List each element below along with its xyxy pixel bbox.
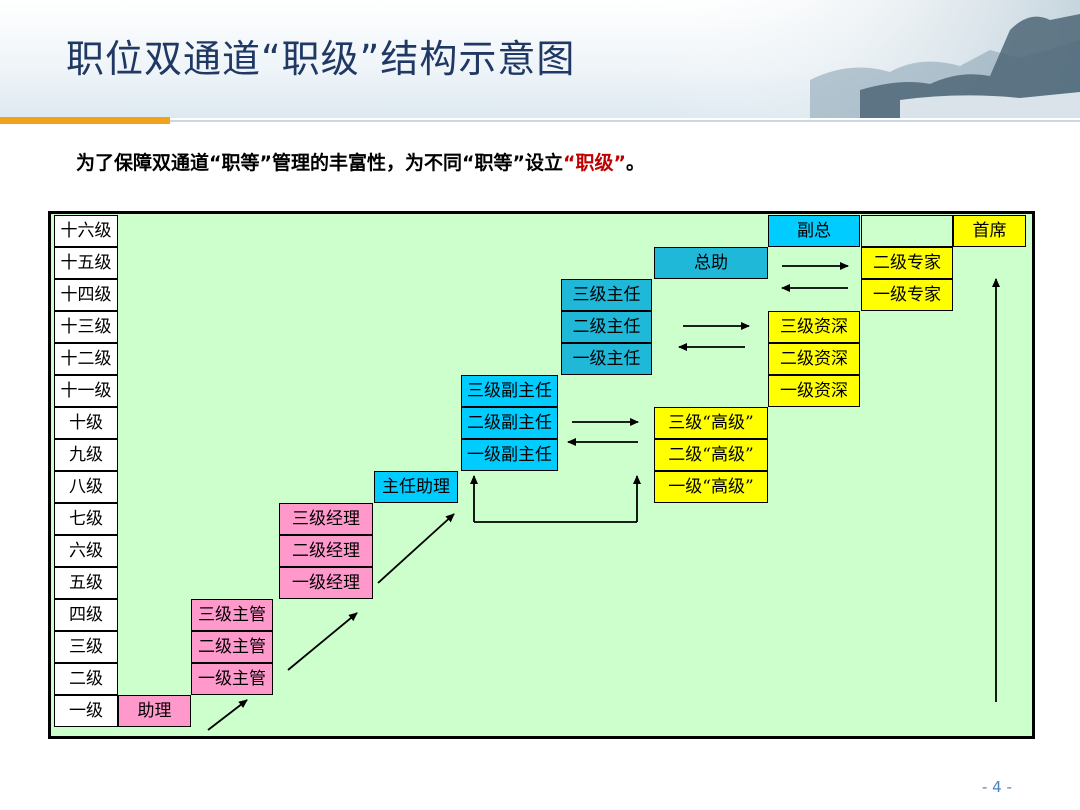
senior-2-box: 二级“高级”	[654, 439, 768, 471]
manager-1-box: 一级经理	[279, 567, 373, 599]
level-7: 七级	[54, 503, 118, 535]
deputy-director-3-box: 三级副主任	[461, 375, 558, 407]
senior-1-box: 一级“高级”	[654, 471, 768, 503]
career-ladder-diagram: 十六级 十五级 十四级 十三级 十二级 十一级 十级 九级 八级 七级 六级 五…	[48, 211, 1035, 739]
general-assistant-box: 总助	[654, 247, 768, 279]
promotion-arrow-1	[207, 699, 248, 731]
level-13: 十三级	[54, 311, 118, 343]
level-2: 二级	[54, 663, 118, 695]
accent-bar	[0, 117, 170, 124]
level-1: 一级	[54, 695, 118, 727]
empty-frame-box	[861, 215, 953, 247]
subtitle-prefix: 为了保障双通道“职等”管理的丰富性，为不同“职等”设立	[76, 152, 563, 174]
level-15: 十五级	[54, 247, 118, 279]
subtitle-suffix: 。	[625, 152, 645, 174]
expert-1-box: 一级专家	[861, 279, 953, 311]
deputy-director-2-box: 二级副主任	[461, 407, 558, 439]
director-2-box: 二级主任	[561, 311, 652, 343]
deputy-director-1-box: 一级副主任	[461, 439, 558, 471]
assistant-box: 助理	[118, 695, 191, 727]
veteran-1-box: 一级资深	[768, 375, 860, 407]
director-assistant-box: 主任助理	[374, 471, 458, 503]
supervisor-3-box: 三级主管	[191, 599, 273, 631]
level-12: 十二级	[54, 343, 118, 375]
level-11: 十一级	[54, 375, 118, 407]
senior-3-box: 三级“高级”	[654, 407, 768, 439]
subtitle-highlight: “职级”	[562, 152, 626, 174]
level-16: 十六级	[54, 215, 118, 247]
manager-3-box: 三级经理	[279, 503, 373, 535]
level-6: 六级	[54, 535, 118, 567]
promotion-arrow-3	[377, 513, 455, 584]
director-1-box: 一级主任	[561, 343, 652, 375]
supervisor-2-box: 二级主管	[191, 631, 273, 663]
director-3-box: 三级主任	[561, 279, 652, 311]
supervisor-1-box: 一级主管	[191, 663, 273, 695]
level-4: 四级	[54, 599, 118, 631]
subtitle: 为了保障双通道“职等”管理的丰富性，为不同“职等”设立“职级”。	[76, 148, 645, 175]
level-5: 五级	[54, 567, 118, 599]
promotion-arrow-2	[287, 612, 358, 671]
veteran-3-box: 三级资深	[768, 311, 860, 343]
veteran-2-box: 二级资深	[768, 343, 860, 375]
vice-president-box: 副总	[768, 215, 860, 247]
page-title: 职位双通道“职级”结构示意图	[66, 37, 576, 81]
page-number: - 4 -	[982, 778, 1012, 796]
level-10: 十级	[54, 407, 118, 439]
level-14: 十四级	[54, 279, 118, 311]
mountain-scenery-image	[660, 0, 1080, 118]
level-9: 九级	[54, 439, 118, 471]
header-divider	[170, 120, 1080, 122]
level-8: 八级	[54, 471, 118, 503]
expert-2-box: 二级专家	[861, 247, 953, 279]
header-banner: 职位双通道“职级”结构示意图	[0, 0, 1080, 118]
manager-2-box: 二级经理	[279, 535, 373, 567]
chief-box: 首席	[953, 215, 1026, 247]
level-3: 三级	[54, 631, 118, 663]
